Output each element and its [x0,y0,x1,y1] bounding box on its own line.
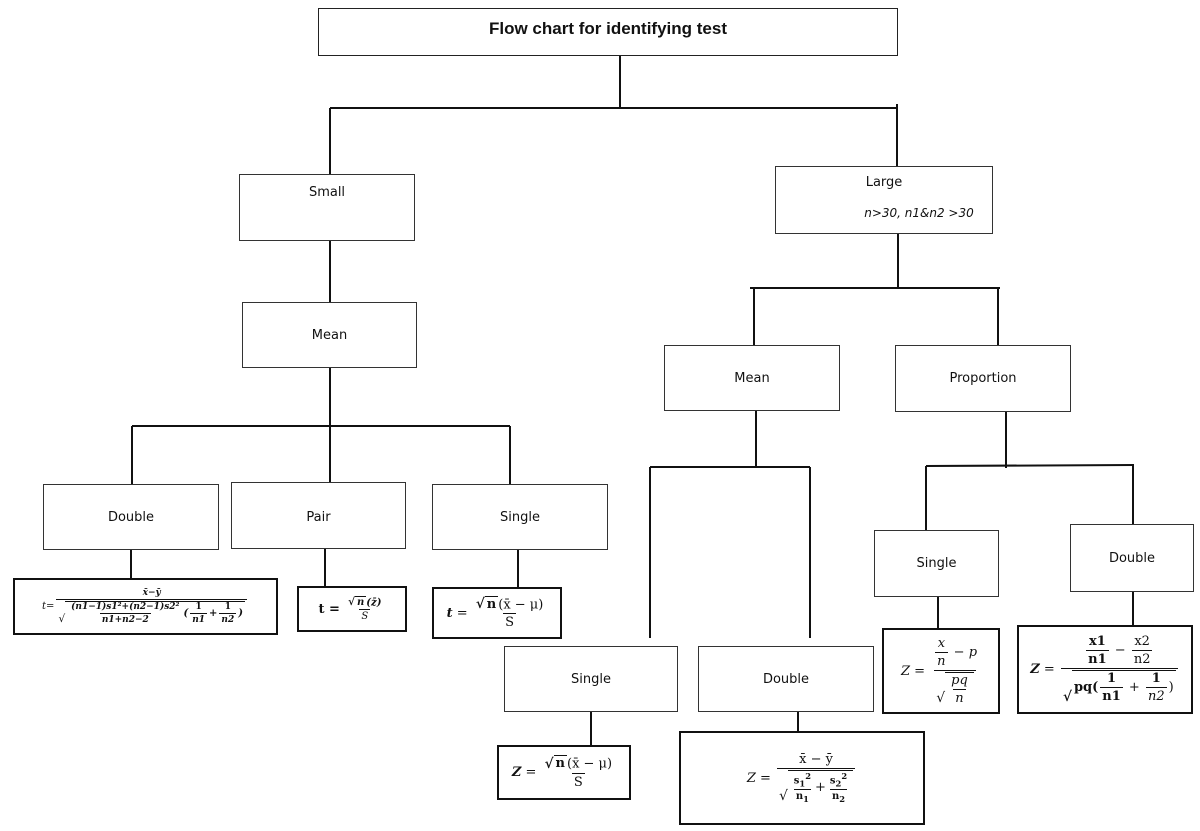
node-label: Single [571,671,611,687]
formula-t-pair: t = √n(z̄) S [297,586,407,632]
node-label: Mean [734,370,770,386]
node-small-double: Double [43,484,219,550]
node-label: Double [1108,550,1156,566]
node-label: Pair [306,510,331,525]
node-label: Small [308,185,346,200]
node-label: Single [500,509,540,525]
node-label: Large [865,175,903,190]
node-proportion-double: Double [1070,524,1194,592]
node-large-mean: Mean [664,345,840,411]
node-label: Mean [311,327,348,343]
node-small-mean: Mean [242,302,417,368]
node-small: Small [239,174,415,241]
node-label: Double [762,671,810,687]
node-condition: n>30, n1&n2 >30 [864,206,974,220]
node-large-mean-double: Double [698,646,874,712]
formula-z-single: Z = √n(x̄ − μ) S [497,745,631,800]
diagram-title: Flow chart for identifying test [488,19,727,38]
node-small-single: Single [432,484,608,550]
node-label: Single [916,556,957,571]
node-large-proportion: Proportion [895,345,1071,412]
title-box: Flow chart for identifying test [318,8,898,56]
node-large-mean-single: Single [504,646,678,712]
node-label: Proportion [949,371,1017,386]
formula-t-single: t = √n(x̄ − μ) S [432,587,562,639]
node-label: Double [107,509,155,525]
node-small-pair: Pair [231,482,406,549]
node-proportion-single: Single [874,530,999,597]
node-large: Large n>30, n1&n2 >30 [775,166,993,234]
connector [925,464,1135,467]
